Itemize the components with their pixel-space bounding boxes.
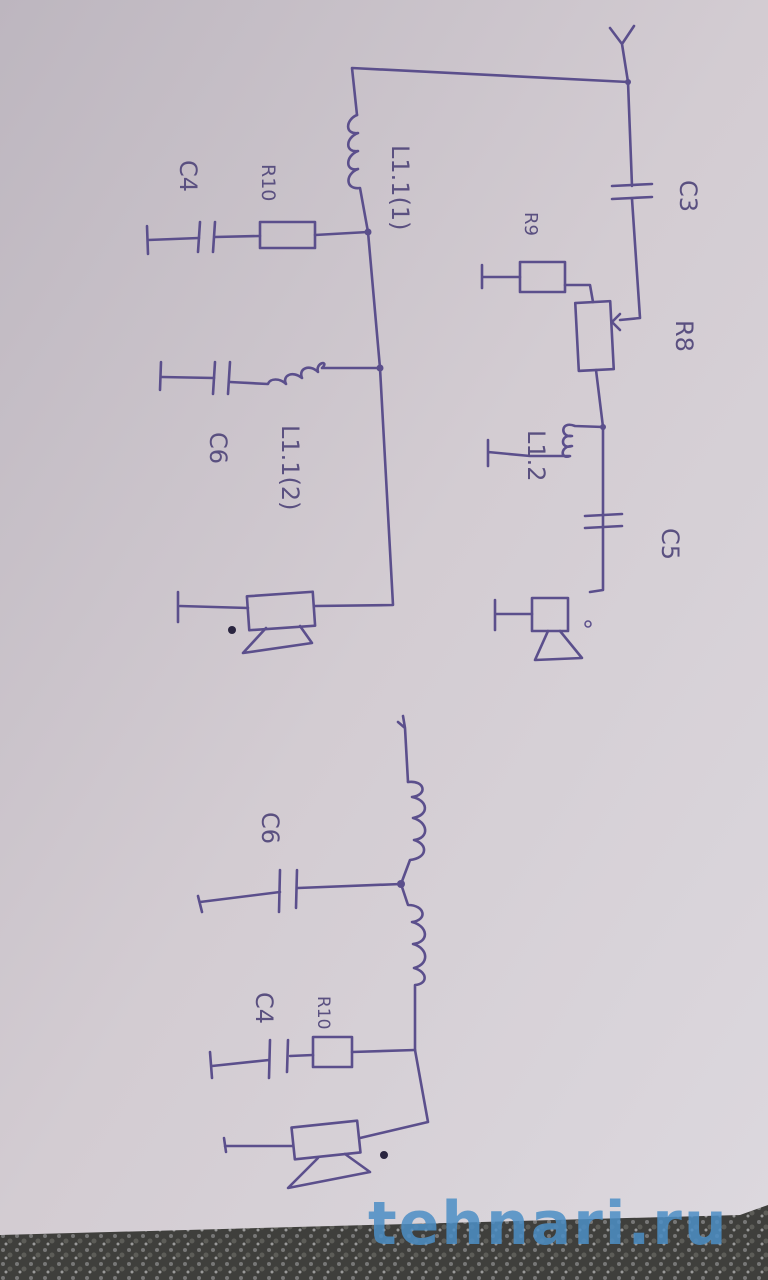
label-r8: R8 [670,320,698,352]
inductor-l1-1-2-symbol [228,361,382,386]
label-l1-2: L1.2 [522,430,550,482]
inductor-symbol [399,882,427,1052]
wire [626,80,634,188]
label-c6-bottom: C6 [256,812,284,844]
resistor-r10-symbol [311,1035,354,1069]
label-c5: C5 [656,528,684,560]
speaker-cone [241,624,314,655]
ground-icon [196,890,282,914]
speaker-polarity-dot [584,620,592,628]
ground-icon [480,263,522,290]
label-c4: C4 [174,160,202,192]
ground-icon [222,1136,295,1154]
ground-icon [493,598,534,632]
speaker-polarity-dot [380,1151,388,1159]
wire [350,1048,417,1054]
label-c6: C6 [204,432,232,464]
speaker-main-symbol [245,590,317,632]
wire [313,366,395,608]
wire [296,882,403,890]
wire [618,197,642,322]
potentiometer-wiper-arrow [610,312,622,332]
wire [366,230,382,370]
antenna-input-icon [608,24,636,84]
ground-icon [158,360,216,392]
inductor-l1-2-symbol [486,423,605,468]
wire [563,283,595,304]
wire [213,234,262,239]
top-circuit: C3 R9 R8 L1.2 C5 L1.1(1) R10 C4 C6 L1.1(… [145,24,702,662]
wire [588,368,605,594]
ground-icon [176,590,250,624]
wire [313,230,370,237]
wire [358,1048,430,1140]
speaker-cone [286,1152,372,1190]
speaker-cone [533,629,584,662]
inductor-l1-1-1-symbol [346,113,370,234]
label-l1-1-2: L1.1(2) [276,425,304,511]
ground-icon [208,1050,271,1080]
label-c3: C3 [674,180,702,212]
capacitor-c5-symbol [583,512,624,530]
speaker-bottom-symbol [290,1119,362,1161]
ground-icon [145,224,201,256]
input-wire [350,66,630,117]
label-l1-1-1: L1.1(1) [386,145,414,231]
label-r10-bottom: R10 [313,996,333,1029]
antenna-input-icon [396,714,410,784]
label-c4-bottom: C4 [250,992,278,1024]
bottom-circuit: C6 R10 C4 [196,714,430,1190]
watermark: tehnari.ru [368,1189,729,1259]
label-r10: R10 [257,164,279,201]
label-r9: R9 [520,212,541,236]
speaker-polarity-dot [228,626,236,634]
wire [288,1053,315,1058]
inductor-symbol [399,780,427,886]
